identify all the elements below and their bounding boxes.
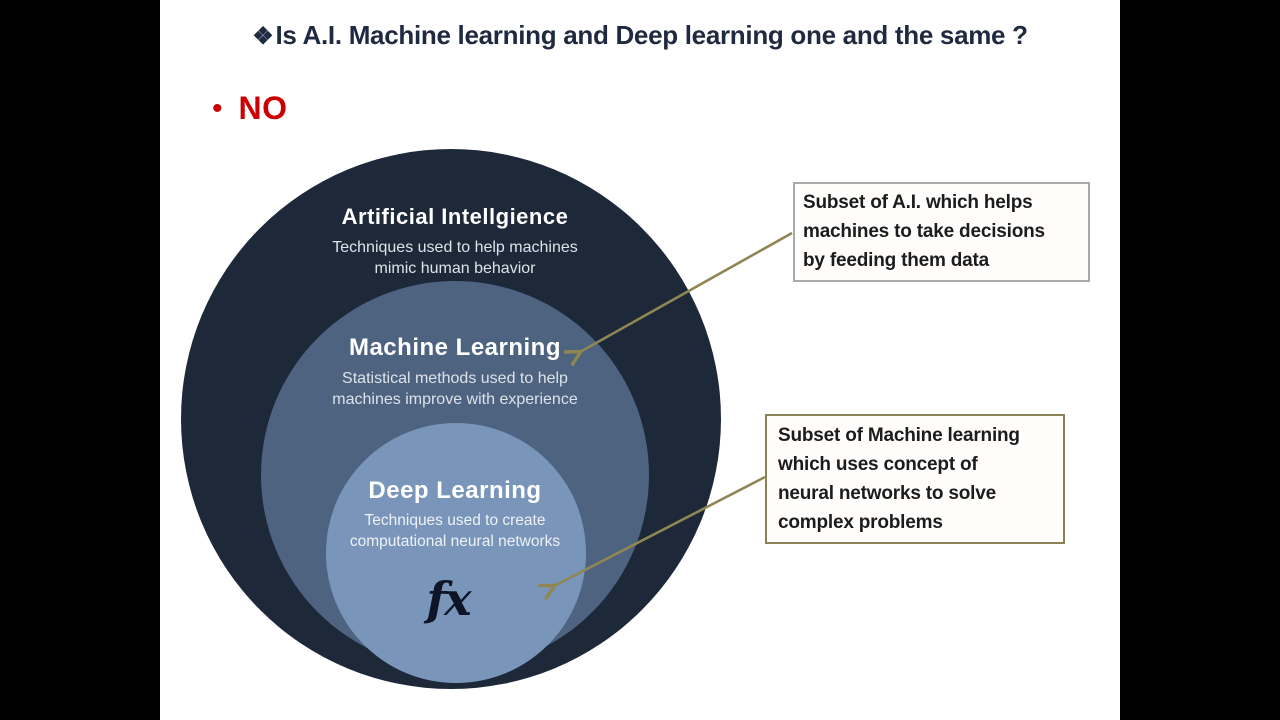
ai-description-line-1: Techniques used to help machines	[332, 239, 578, 256]
ai-description-line-2: mimic human behavior	[374, 260, 536, 277]
page-title: ❖Is A.I. Machine learning and Deep learn…	[160, 20, 1120, 51]
dl-description-line-2: computational neural networks	[349, 533, 561, 550]
ml-callout-line-3: by feeding them data	[803, 250, 990, 271]
function-fx-symbol: fx	[426, 572, 471, 626]
ml-description-line-2: machines improve with experience	[332, 391, 578, 408]
ai-circle-title: Artificial Intellgience	[341, 204, 569, 229]
answer-line: • NO	[212, 90, 288, 127]
left-letterbox-bar	[0, 0, 160, 720]
dl-callout-line-2: which uses concept of	[778, 454, 978, 475]
dl-circle-description: Techniques used to create computational …	[185, 510, 725, 552]
list-bullet-icon: •	[212, 91, 223, 125]
right-letterbox-bar	[1120, 0, 1280, 720]
diamond-bullet-icon: ❖	[252, 23, 274, 50]
ml-description-line-1: Statistical methods used to help	[342, 370, 568, 387]
answer-text: NO	[238, 90, 288, 126]
ai-circle-description: Techniques used to help machines mimic h…	[185, 237, 725, 279]
deep-learning-circle	[326, 423, 586, 683]
dl-circle-title: Deep Learning	[368, 477, 542, 504]
page-title-text: Is A.I. Machine learning and Deep learni…	[275, 20, 1028, 50]
dl-callout-box: Subset of Machine learning which uses co…	[765, 414, 1065, 544]
dl-description-line-1: Techniques used to create	[364, 512, 546, 529]
ml-callout-box: Subset of A.I. which helps machines to t…	[793, 182, 1090, 282]
ml-circle-description: Statistical methods used to help machine…	[185, 368, 725, 410]
ml-callout-line-2: machines to take decisions	[803, 221, 1045, 242]
ml-circle-title: Machine Learning	[348, 334, 562, 361]
ml-callout-line-1: Subset of A.I. which helps	[803, 192, 1033, 213]
dl-callout-line-4: complex problems	[778, 512, 943, 533]
dl-callout-line-1: Subset of Machine learning	[778, 425, 1020, 446]
dl-callout-line-3: neural networks to solve	[778, 483, 996, 504]
